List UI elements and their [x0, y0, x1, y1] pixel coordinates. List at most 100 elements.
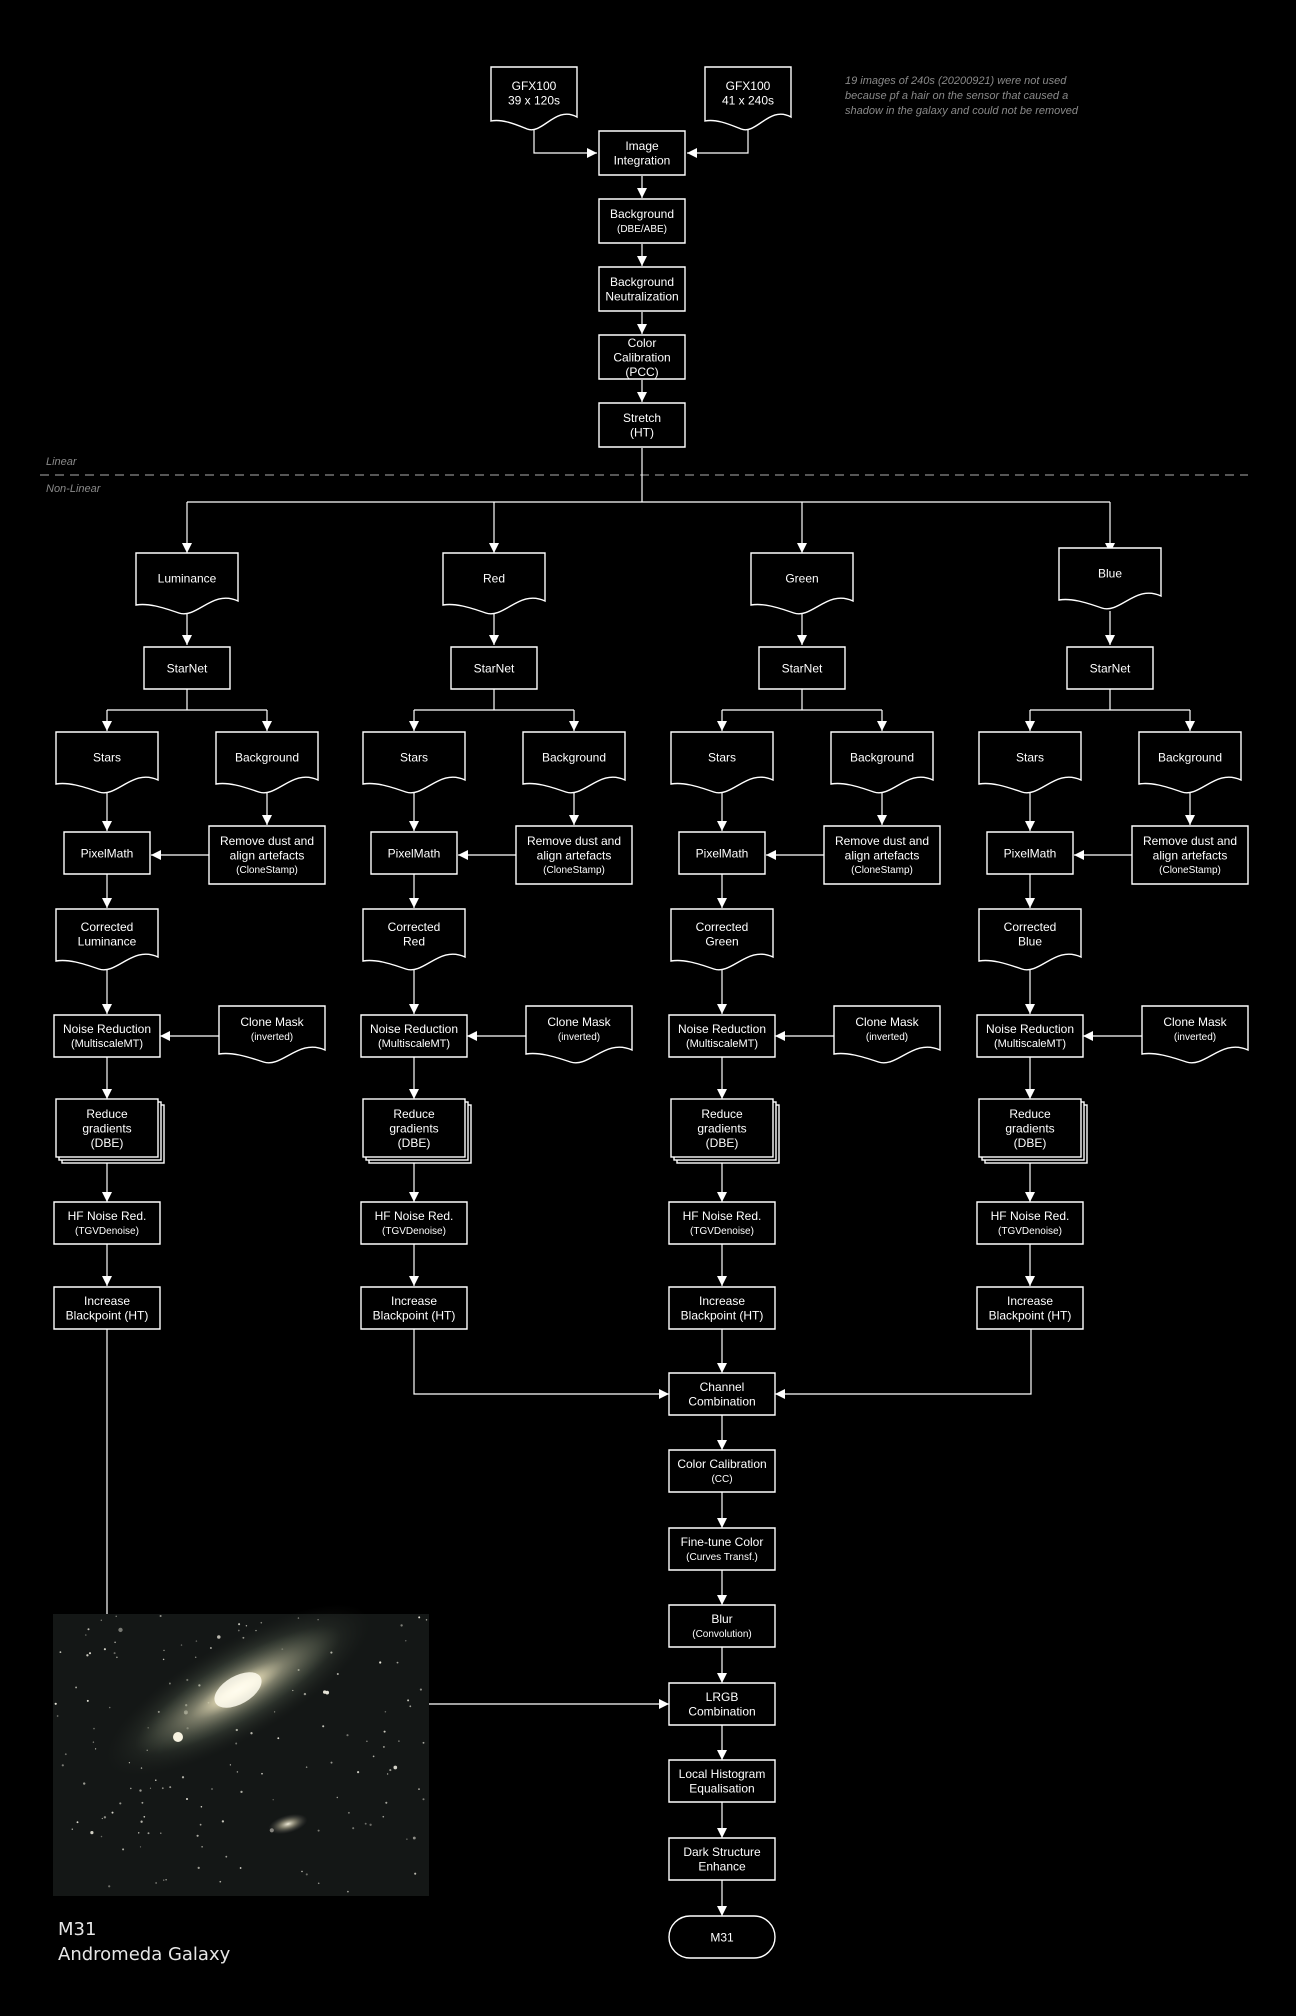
red-hf-noise-node-label-2: (TGVDenoise) — [382, 1226, 446, 1237]
local-histogram-node-label-2: Equalisation — [689, 1782, 754, 1796]
edge-green-background-remove-arrowhead — [877, 815, 887, 825]
lum-hf-noise-node-label-2: (TGVDenoise) — [75, 1226, 139, 1237]
edge-red-noise-reduce-arrowhead — [409, 1089, 419, 1099]
blue-clone-mask-doc-label-1: Clone Mask — [1163, 1015, 1227, 1029]
edge-blue-noise-reduce-arrowhead — [1025, 1089, 1035, 1099]
edge-green-remove-pixelmath-arrowhead — [766, 850, 776, 860]
caption-title: M31 — [58, 1919, 96, 1940]
edge-red-remove-pixelmath-arrowhead — [458, 850, 468, 860]
edge-lum-noise-reduce-arrowhead — [102, 1089, 112, 1099]
lum-starnet-node-label-1: StarNet — [167, 661, 208, 675]
fine-tune-color-node: Fine-tune Color(Curves Transf.) — [668, 1527, 776, 1571]
edge-channel-cc-arrowhead — [717, 1440, 727, 1450]
edge-lrgb-lhe-arrowhead — [717, 1750, 727, 1760]
lum-reduce-gradients-node-label-2: gradients — [82, 1121, 131, 1135]
green-blackpoint-node-label-1: Increase — [699, 1294, 745, 1308]
background-neutralization-node-label-2: Neutralization — [605, 290, 678, 304]
green-background-doc-label-1: Background — [850, 750, 914, 764]
note-line-3: shadow in the galaxy and could not be re… — [845, 105, 1079, 117]
red-starnet-node-label-1: StarNet — [474, 661, 515, 675]
lum-clone-mask-doc-label-1: Clone Mask — [240, 1015, 304, 1029]
lum-corrected-doc-label-1: Corrected — [81, 920, 134, 934]
red-blackpoint-node-label-2: Blackpoint (HT) — [373, 1309, 456, 1323]
lrgb-combination-node-label-2: Combination — [688, 1705, 755, 1719]
green-hf-noise-node: HF Noise Red.(TGVDenoise) — [668, 1201, 776, 1245]
edge-lum-stars-pixelmath-arrowhead — [102, 821, 112, 831]
edge-lum-to-stars-arrowhead — [102, 721, 112, 731]
lum-hf-noise-node: HF Noise Red. (TGVDenoise) — [53, 1201, 161, 1245]
green-remove-dust-node-label-2: align artefacts — [845, 848, 920, 862]
lum-hf-noise-node-label-1: HF Noise Red. — [68, 1209, 147, 1223]
edge-blue-to-background-arrowhead — [1185, 721, 1195, 731]
fine-tune-color-node-label-2: (Curves Transf.) — [686, 1552, 758, 1563]
red-hf-noise-node-label-1: HF Noise Red. — [375, 1209, 454, 1223]
blue-stars-doc-label-1: Stars — [1016, 750, 1044, 764]
blue-corrected-doc-label-1: Corrected — [1004, 920, 1057, 934]
green-remove-dust-node-label-1: Remove dust and — [835, 834, 929, 848]
edge-green-noise-reduce-arrowhead — [717, 1089, 727, 1099]
red-pixelmath-node-label-1: PixelMath — [388, 846, 441, 860]
edge-green-stars-pixelmath-arrowhead — [717, 821, 727, 831]
connectors — [102, 112, 1195, 1916]
red-reduce-gradients-node-label-1: Reduce — [393, 1107, 435, 1121]
background-dbe-node: Background (DBE/ABE) — [598, 198, 686, 244]
red-stars-doc-label-1: Stars — [400, 750, 428, 764]
red-noise-reduction-node-label-1: Noise Reduction — [370, 1022, 458, 1036]
edge-lum-hf-blackpoint-arrowhead — [102, 1276, 112, 1286]
blue-background-doc-label-1: Background — [1158, 750, 1222, 764]
color-calibration-pcc-node-label-3: (PCC) — [625, 365, 658, 379]
edge-gfx2-integration-arrowhead — [687, 148, 697, 158]
lum-blackpoint-node-label-1: Increase — [84, 1294, 130, 1308]
lum-reduce-gradients-node-label-1: Reduce — [86, 1107, 128, 1121]
blue-stars-doc: Stars — [978, 731, 1082, 794]
gfx100-120s-doc-label-1: GFX100 — [512, 79, 557, 93]
lum-starnet-node: StarNet — [143, 646, 231, 690]
note-line-1: 19 images of 240s (20200921) were not us… — [845, 75, 1067, 87]
lum-pixelmath-node-label-1: PixelMath — [81, 846, 134, 860]
edge-blue-remove-pixelmath-arrowhead — [1074, 850, 1084, 860]
blue-reduce-gradients-node-label-3: (DBE) — [1014, 1136, 1047, 1150]
m31-final-node: M31 — [668, 1915, 776, 1959]
red-clone-mask-doc: Clone Mask(inverted) — [525, 1005, 633, 1064]
red-blackpoint-node-label-1: Increase — [391, 1294, 437, 1308]
background-dbe-node-label-2: (DBE/ABE) — [617, 224, 667, 235]
green-starnet-node: StarNet — [758, 646, 846, 690]
edge-green-hf-blackpoint-arrowhead — [717, 1276, 727, 1286]
green-reduce-gradients-node-label-1: Reduce — [701, 1107, 743, 1121]
edge-split-green-arrowhead — [797, 543, 807, 553]
blue-noise-reduction-node: Noise Reduction(MultiscaleMT) — [976, 1014, 1084, 1058]
green-hf-noise-node-label-2: (TGVDenoise) — [690, 1226, 754, 1237]
background-dbe-node-label-1: Background — [610, 207, 674, 221]
caption-subtitle: Andromeda Galaxy — [58, 1944, 231, 1965]
blue-channel-doc: Blue — [1058, 547, 1162, 610]
blue-pixelmath-node: PixelMath — [986, 831, 1074, 875]
edge-green-pixelmath-corrected-arrowhead — [717, 898, 727, 908]
edge-lum-reduce-hf-arrowhead — [102, 1192, 112, 1202]
blue-clone-mask-doc: Clone Mask(inverted) — [1141, 1005, 1249, 1064]
edge-integration-background-arrowhead — [637, 188, 647, 198]
edge-finetune-blur-arrowhead — [717, 1595, 727, 1605]
edge-red-starnet-arrowhead — [489, 635, 499, 645]
edge-calibration-stretch-arrowhead — [637, 392, 647, 402]
lum-stars-doc: Stars — [55, 731, 159, 794]
edge-gfx1-integration-arrowhead — [587, 148, 597, 158]
blur-convolution-node: Blur(Convolution) — [668, 1604, 776, 1648]
edge-blue-reduce-hf-arrowhead — [1025, 1192, 1035, 1202]
red-hf-noise-node: HF Noise Red. (TGVDenoise) — [360, 1201, 468, 1245]
lum-corrected-doc-label-2: Luminance — [78, 935, 137, 949]
edge-blue-to-stars-arrowhead — [1025, 721, 1035, 731]
red-stars-doc: Stars — [362, 731, 466, 794]
edge-lum-clonemask-noise-arrowhead — [160, 1031, 170, 1041]
blue-reduce-gradients-node-label-1: Reduce — [1009, 1107, 1051, 1121]
green-clone-mask-doc-label-1: Clone Mask — [855, 1015, 919, 1029]
blue-hf-noise-node-label-1: HF Noise Red. — [991, 1209, 1070, 1223]
